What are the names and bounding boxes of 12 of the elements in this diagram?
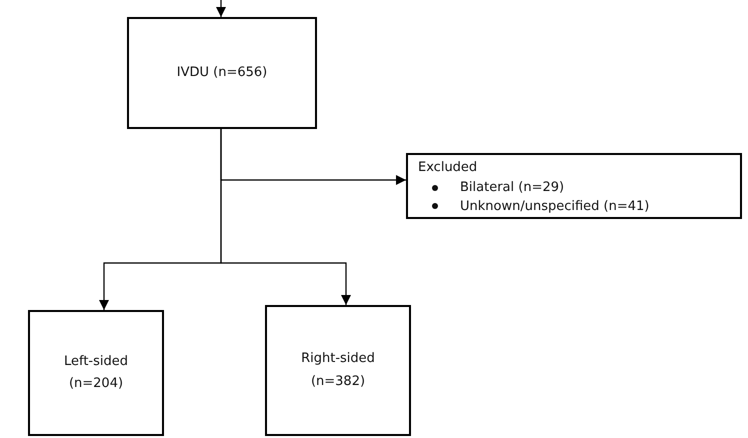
list-item: Bilateral (n=29) bbox=[460, 179, 564, 197]
flow-box bbox=[28, 310, 164, 436]
list-heading: Excluded bbox=[418, 160, 478, 175]
exclusion-box bbox=[406, 153, 742, 219]
arrow bbox=[216, 0, 226, 17]
box-label: IVDU (n=656) bbox=[176, 64, 268, 82]
arrow bbox=[220, 129, 351, 305]
flow-box bbox=[265, 305, 411, 436]
box-label: Right-sided (n=382) bbox=[300, 350, 376, 390]
list-item: Unknown/unspecified (n=41) bbox=[460, 198, 650, 216]
flow-box bbox=[127, 17, 317, 129]
box-label: Left-sided (n=204) bbox=[62, 352, 130, 393]
